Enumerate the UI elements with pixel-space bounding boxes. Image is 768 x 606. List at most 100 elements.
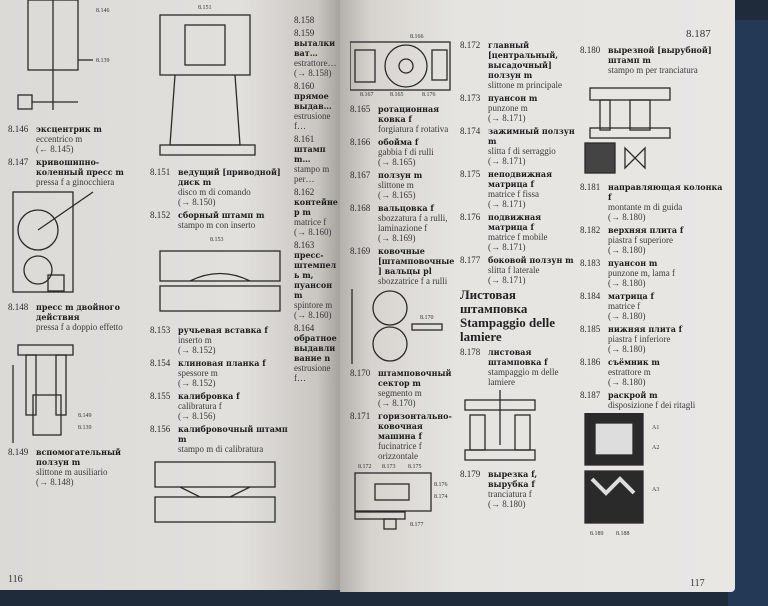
figure-label: A2 (652, 445, 660, 451)
entry-russian: ручьевая вставка f (178, 325, 268, 335)
entry-number: 8.186 (580, 357, 601, 367)
entry-russian: калибровка f (178, 391, 240, 401)
entry-italian: eccentrico m (36, 134, 83, 144)
figure-label: 8.174 (434, 494, 448, 500)
entry-italian: matrice f fissa (488, 189, 539, 199)
figure-label: 8.189 (590, 531, 604, 537)
entry-russian: пресс m двойного действия (36, 302, 120, 322)
entry-russian: вспомогательный ползун m (36, 447, 121, 467)
entry-russian: прямое выдав… (294, 91, 332, 111)
figure-label: 8.172 (358, 464, 372, 470)
figure-label: 8.176 (434, 482, 448, 488)
entry-reference: (→ 8.171) (488, 242, 526, 252)
entry-russian: матрица f (608, 291, 654, 301)
entry-number: 8.148 (8, 302, 29, 312)
entry-reference: (→ 8.180) (488, 499, 526, 509)
figure-label: 8.166 (410, 34, 424, 40)
entry-russian: штамповочный сектор m (378, 368, 452, 388)
entry-number: 8.166 (350, 137, 371, 147)
entry-russian: вальцовка f (378, 203, 434, 213)
entry-number: 8.175 (460, 169, 481, 179)
section-heading-ru: Листовая штамповка (460, 287, 528, 316)
entry-number: 8.162 (294, 187, 315, 197)
entry-number: 8.165 (350, 104, 371, 114)
entry-russian: контейнер m (294, 197, 338, 217)
entry-russian: зажимный ползун m (488, 126, 575, 146)
entry-russian: листовая штамповка f (488, 347, 548, 367)
entry-reference: (→ 8.160) (294, 227, 332, 237)
left-page (0, 0, 345, 590)
entry-number: 8.177 (460, 255, 481, 265)
entry-italian: piastra f superiore (608, 235, 673, 245)
entry-number: 8.168 (350, 203, 371, 213)
entry-russian: вырезка f, вырубка f (488, 469, 538, 489)
entry-russian: вырезной [вырубной] штамп m (608, 45, 712, 65)
entry-russian: клиновая планка f (178, 358, 266, 368)
entry-reference: (→ 8.160) (294, 310, 332, 320)
entry-russian: нижняя плита f (608, 324, 683, 334)
figure-label: 8.165 (390, 92, 404, 98)
entry-italian: estrusione f… (294, 363, 331, 383)
entry-italian: estrattore m (608, 367, 651, 377)
entry-russian: кривошипно-коленный пресс m (36, 157, 124, 177)
entry-reference: (→ 8.171) (488, 199, 526, 209)
entry-number: 8.155 (150, 391, 171, 401)
entry-russian: неподвижная матрица f (488, 169, 552, 189)
page-number-right: 117 (690, 578, 705, 589)
entry-number: 8.156 (150, 424, 171, 434)
entry-number: 8.171 (350, 411, 371, 421)
entry-number: 8.161 (294, 134, 315, 144)
entry-italian: pressa f a ginocchiera (36, 177, 115, 187)
entry-italian: estrusione f… (294, 111, 331, 131)
entry-number: 8.153 (150, 325, 171, 335)
figure-forging-rolls: 8.170 (350, 289, 450, 364)
entry-reference: (→ 8.171) (488, 275, 526, 285)
entry-italian: punzone m (488, 103, 528, 113)
entry-number: 8.160 (294, 81, 315, 91)
entry-russian: горизонтально-ковочная машина f (378, 411, 452, 441)
entry-reference: (→ 8.165) (378, 157, 416, 167)
figure-calibration-die (150, 457, 280, 529)
entry-reference: (→ 8.152) (178, 378, 216, 388)
entry-reference: (→ 8.171) (488, 156, 526, 166)
entry-italian: stampo m per tranciatura (608, 65, 698, 75)
entry-number: 8.172 (460, 40, 481, 50)
entry-number: 8.180 (580, 45, 601, 55)
entry-number: 8.184 (580, 291, 601, 301)
entry-italian: stampo m per… (294, 164, 330, 184)
entry-number: 8.149 (8, 447, 29, 457)
entry-number: 8.146 (8, 124, 29, 134)
entry-number: 8.159 (294, 28, 315, 38)
figure-blanking-die (580, 78, 690, 178)
figure-label: 8.139 (78, 425, 92, 431)
entry-italian: disco m di comando (178, 187, 251, 197)
entry-number: 8.176 (460, 212, 481, 222)
entry-russian: боковой ползун m (488, 255, 574, 265)
entry-italian: forgiatura f rotativa (378, 124, 449, 134)
